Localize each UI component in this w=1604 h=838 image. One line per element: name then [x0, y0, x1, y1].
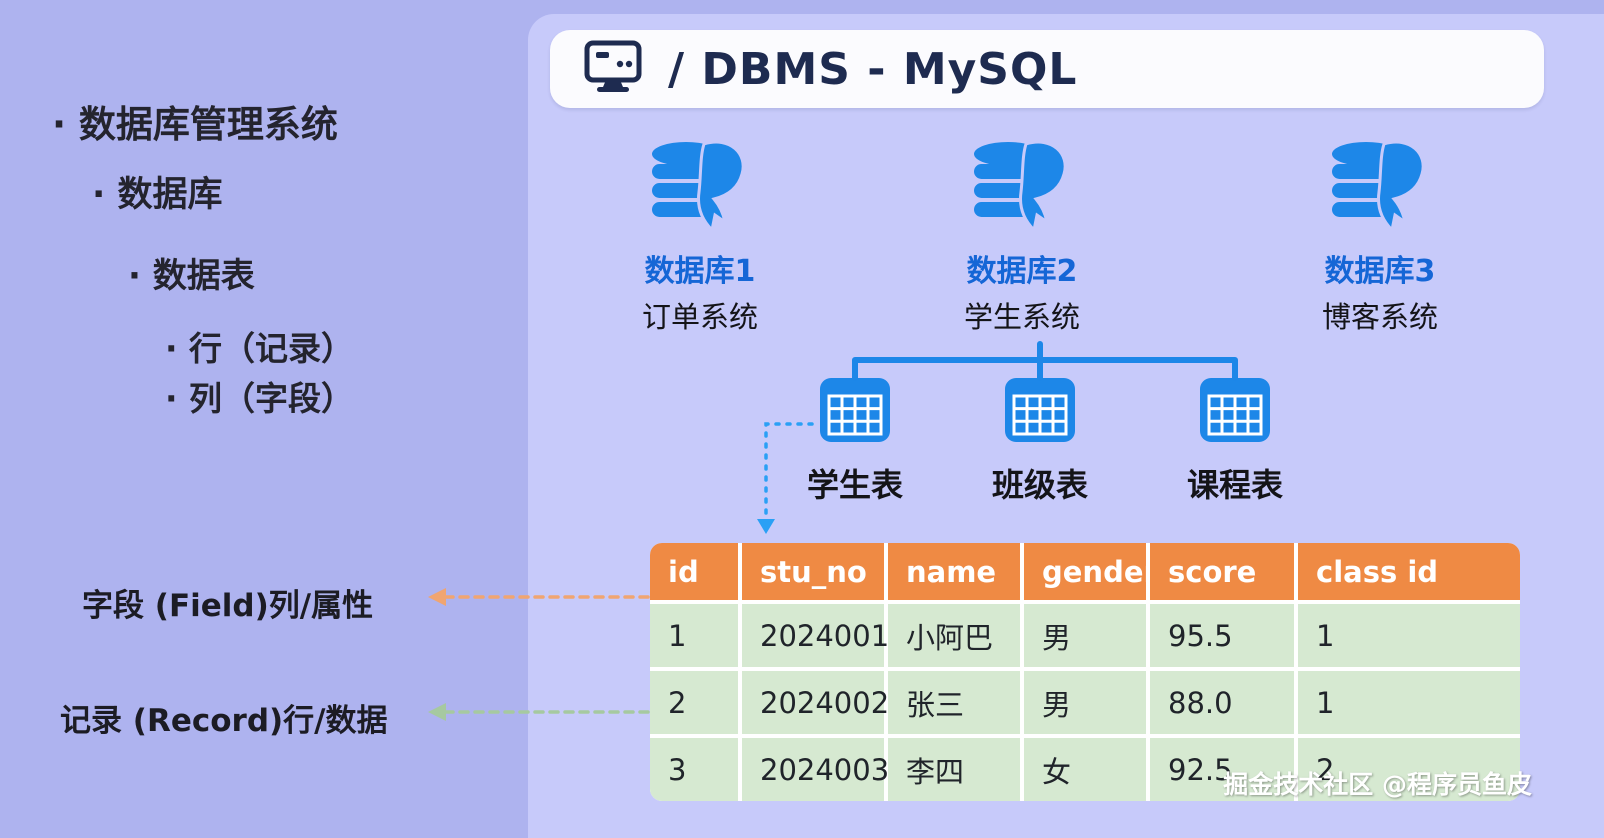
record-annotation: 记录 (Record)行/数据 [60, 703, 388, 739]
table-cell: 男 [1024, 671, 1146, 734]
table-label: 课程表 [1186, 466, 1283, 504]
column-header: score [1150, 543, 1294, 600]
table-cell: 3 [650, 738, 738, 801]
table-cell: 2024002 [742, 671, 889, 734]
table-grid-icon [1003, 378, 1077, 448]
table-cell: 1 [1298, 604, 1520, 667]
table-cell: 88.0 [1150, 671, 1294, 734]
table-block-student: 学生表 [780, 376, 930, 506]
table-cell: 女 [1024, 738, 1146, 801]
table-cell: 1 [650, 604, 738, 667]
database-system: 学生系统 [963, 300, 1080, 334]
outline-item-row: · 行（记录） [165, 329, 355, 368]
title-bar: / DBMS - MySQL [550, 30, 1544, 108]
mysql-database-icon [1328, 140, 1432, 240]
database-name: 数据库3 [1324, 254, 1436, 289]
column-header: name [888, 543, 1020, 600]
database-system: 博客系统 [1321, 300, 1438, 334]
mysql-database-icon [970, 140, 1074, 240]
outline-item-table: · 数据表 [128, 256, 255, 296]
column-header: class id [1298, 543, 1520, 600]
monitor-icon [584, 40, 642, 98]
student-data-table: id stu_no name gender score class id 1 2… [650, 543, 1520, 801]
database-name: 数据库1 [644, 254, 756, 289]
outline-item-database: · 数据库 [92, 175, 223, 215]
table-block-class: 班级表 [965, 376, 1115, 506]
column-header: gender [1024, 543, 1158, 600]
column-header: stu_no [742, 543, 884, 600]
outline-item-column: · 列（字段） [165, 379, 355, 418]
table-cell: 2024003 [742, 738, 889, 801]
field-annotation: 字段 (Field)列/属性 [82, 588, 374, 624]
mysql-database-icon [648, 140, 752, 240]
column-header: id [650, 543, 738, 600]
table-block-course: 课程表 [1160, 376, 1310, 506]
database-system: 订单系统 [641, 300, 758, 334]
table-cell: 小阿巴 [888, 604, 1020, 667]
watermark: 掘金技术社区 @程序员鱼皮 [1223, 770, 1532, 799]
table-cell: 张三 [888, 671, 1020, 734]
table-cell: 95.5 [1150, 604, 1294, 667]
database-name: 数据库2 [966, 254, 1078, 289]
page-title: / DBMS - MySQL [668, 43, 1078, 95]
record-arrowhead [428, 703, 446, 721]
table-cell: 2 [650, 671, 738, 734]
table-cell: 92.5 [1150, 738, 1294, 801]
table-cell: 2024001 [742, 604, 889, 667]
table-cell: 男 [1024, 604, 1146, 667]
table-label: 学生表 [806, 466, 903, 504]
table-cell: 2 [1298, 738, 1520, 801]
table-cell: 李四 [888, 738, 1020, 801]
table-cell: 1 [1298, 671, 1520, 734]
outline-item-dbms: · 数据库管理系统 [52, 103, 338, 146]
database-block-1: 数据库1 订单系统 [590, 140, 810, 336]
database-block-3: 数据库3 博客系统 [1270, 140, 1490, 336]
field-arrowhead [428, 588, 446, 606]
table-grid-icon [1198, 378, 1272, 448]
table-grid-icon [818, 378, 892, 448]
table-label: 班级表 [991, 466, 1088, 504]
database-block-2: 数据库2 学生系统 [912, 140, 1132, 336]
